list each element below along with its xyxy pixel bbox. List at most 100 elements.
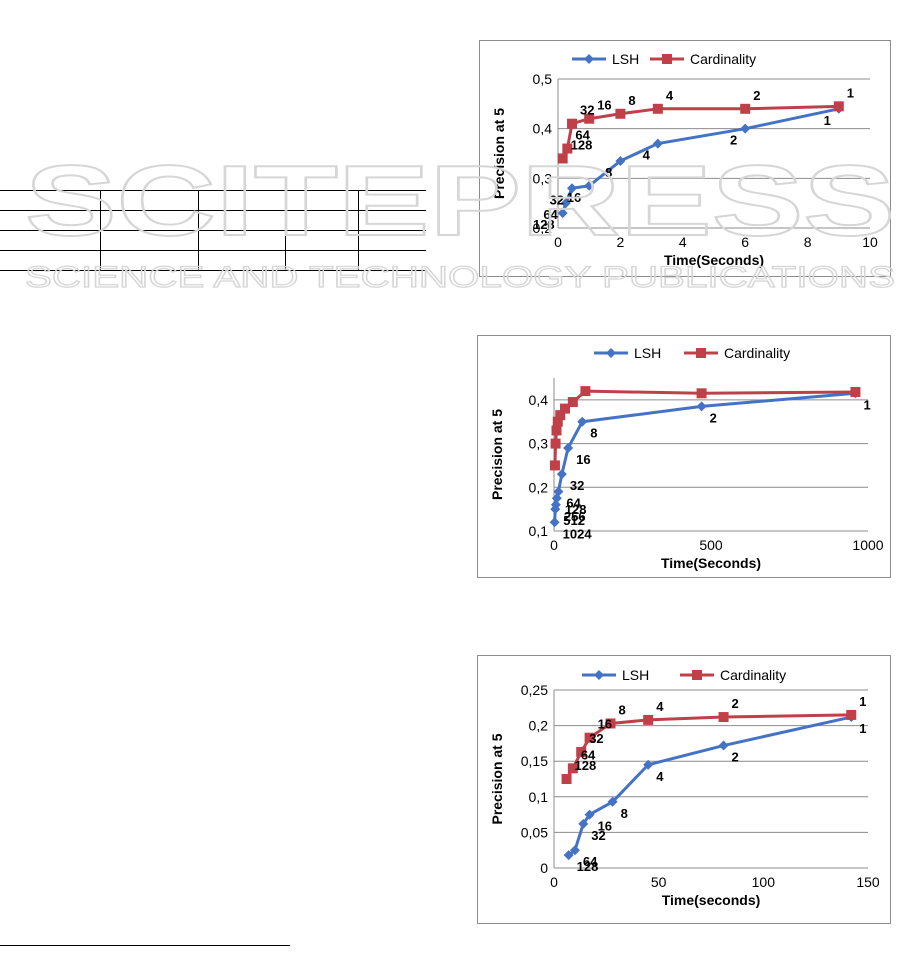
- data-label: 32: [591, 828, 605, 843]
- legend-marker-cardinality: [696, 348, 706, 358]
- data-label: 16: [598, 717, 612, 732]
- footnote-rule: [0, 945, 290, 946]
- data-label: 64: [575, 128, 590, 143]
- x-tick-label: 0: [550, 537, 558, 553]
- x-tick-label: 2: [617, 234, 625, 250]
- legend-label-cardinality: Cardinality: [720, 667, 786, 683]
- data-point-cardinality: [696, 388, 707, 399]
- table-row: [0, 230, 426, 251]
- y-tick-label: 0: [540, 860, 548, 876]
- data-label: 1: [847, 85, 854, 100]
- data-label: 128: [575, 758, 597, 773]
- data-label: 32: [580, 103, 594, 118]
- data-label: 64: [583, 854, 598, 869]
- data-label: 8: [628, 93, 635, 108]
- y-tick-label: 0,1: [529, 789, 549, 805]
- data-point-cardinality: [550, 438, 561, 449]
- data-label: 128: [533, 217, 555, 232]
- y-tick-label: 0,3: [529, 436, 549, 452]
- data-label: 16: [598, 819, 612, 834]
- data-label: 1: [824, 113, 831, 128]
- data-point-cardinality: [584, 113, 595, 124]
- empty-table: [0, 190, 426, 271]
- data-label: 2: [710, 410, 717, 425]
- data-point-lsh: [560, 198, 571, 209]
- y-tick-label: 0,2: [533, 220, 553, 236]
- series-line-lsh: [553, 391, 856, 523]
- data-point-cardinality: [557, 153, 568, 164]
- data-label: 1: [859, 721, 866, 736]
- x-tick-label: 500: [699, 537, 723, 553]
- data-point-cardinality: [850, 386, 861, 397]
- data-point-cardinality: [555, 410, 566, 421]
- data-label: 64: [543, 207, 558, 222]
- legend-label-lsh: LSH: [634, 345, 661, 361]
- data-point-cardinality: [615, 108, 626, 119]
- data-point-cardinality: [718, 712, 729, 723]
- data-label: 4: [656, 699, 664, 714]
- data-point-lsh: [607, 796, 618, 807]
- x-axis-title: Time(Seconds): [661, 555, 761, 571]
- y-tick-label: 0,4: [533, 121, 553, 137]
- data-point-lsh: [556, 469, 567, 480]
- table-row: [0, 250, 426, 271]
- data-label: 128: [565, 502, 587, 517]
- data-label: 2: [730, 133, 737, 148]
- x-tick-label: 6: [741, 234, 749, 250]
- data-label: 8: [619, 702, 626, 717]
- data-point-cardinality: [567, 118, 578, 129]
- data-point-lsh: [696, 401, 707, 412]
- x-axis-title: Time(Seconds): [664, 252, 764, 268]
- data-point-lsh: [615, 155, 626, 166]
- data-label: 1024: [563, 526, 593, 541]
- data-label: 1: [863, 397, 870, 412]
- y-tick-label: 0,05: [521, 824, 548, 840]
- data-label: 4: [656, 769, 664, 784]
- x-tick-label: 0: [550, 874, 558, 890]
- legend-marker-cardinality: [692, 670, 702, 680]
- series-line-lsh: [561, 107, 840, 214]
- data-point-lsh: [652, 138, 663, 149]
- data-point-lsh: [643, 759, 654, 770]
- y-tick-label: 0,3: [533, 170, 553, 186]
- data-point-cardinality: [833, 101, 844, 112]
- legend-label-cardinality: Cardinality: [724, 345, 790, 361]
- data-point-cardinality: [740, 103, 751, 114]
- data-label: 2: [753, 88, 760, 103]
- data-label: 64: [581, 747, 596, 762]
- data-point-cardinality: [551, 425, 562, 436]
- series-line-lsh: [567, 715, 852, 857]
- data-label: 16: [597, 98, 611, 113]
- data-point-lsh: [740, 123, 751, 134]
- data-point-lsh: [584, 809, 595, 820]
- y-axis-title: Precision at 5: [491, 108, 507, 199]
- data-point-lsh: [557, 208, 568, 219]
- data-label: 512: [563, 513, 585, 528]
- data-point-cardinality: [605, 718, 616, 729]
- data-label: 8: [590, 426, 597, 441]
- x-tick-label: 100: [752, 874, 776, 890]
- y-tick-label: 0,4: [529, 392, 549, 408]
- data-label: 4: [666, 88, 674, 103]
- data-label: 32: [550, 192, 564, 207]
- data-label: 256: [564, 509, 586, 524]
- data-point-cardinality: [567, 763, 578, 774]
- data-label: 8: [605, 165, 612, 180]
- y-axis-title: Precision at 5: [489, 733, 505, 824]
- data-label: 8: [621, 806, 628, 821]
- data-point-cardinality: [584, 732, 595, 743]
- data-point-lsh: [563, 850, 574, 861]
- legend-label-lsh: LSH: [612, 51, 639, 67]
- data-point-lsh: [567, 183, 578, 194]
- legend-marker-lsh: [594, 670, 604, 680]
- y-tick-label: 0,1: [529, 523, 549, 539]
- data-point-lsh: [553, 486, 564, 497]
- y-tick-label: 0,15: [521, 753, 548, 769]
- legend-marker-lsh: [606, 348, 616, 358]
- data-point-cardinality: [846, 709, 857, 720]
- data-point-lsh: [550, 499, 561, 510]
- x-tick-label: 10: [862, 234, 878, 250]
